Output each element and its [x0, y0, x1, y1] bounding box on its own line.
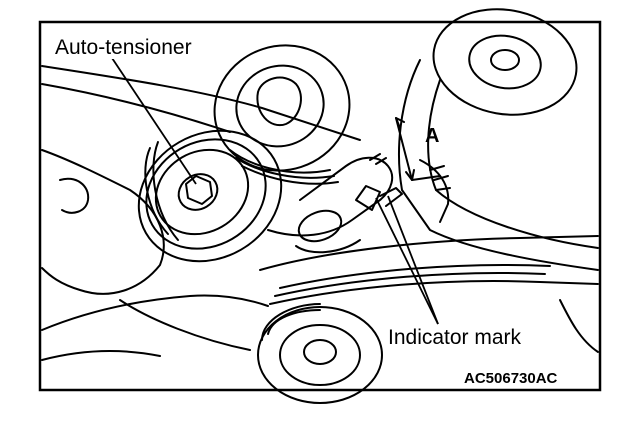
dimension-a-extension	[411, 175, 441, 181]
drive-belt-right	[398, 59, 599, 271]
tensioner-bolt	[185, 175, 213, 205]
indicator-mark-ticks	[369, 153, 387, 165]
tensioner-pulley-grooves	[144, 141, 179, 241]
drive-belt-upper-lower-edge	[41, 83, 231, 133]
lower-pulley-ribs	[261, 303, 321, 341]
lower-pulley-inner	[279, 324, 361, 386]
right-upper-pulley-outer	[432, 8, 578, 116]
right-upper-pulley-inner	[468, 34, 542, 90]
indicator-mark-slot	[379, 187, 403, 207]
indicator-mark-bracket	[355, 185, 381, 211]
leader-auto-tensioner	[111, 57, 197, 185]
indicator-mark-label: Indicator mark	[385, 326, 525, 349]
drive-belt-lower	[259, 235, 599, 271]
bracket-right	[419, 159, 450, 223]
lower-pulley-outer	[257, 306, 383, 404]
auto-tensioner-label: Auto-tensioner	[52, 36, 195, 59]
casting-lines	[41, 299, 251, 361]
leader-indicator-mark-2	[387, 195, 439, 325]
tensioner-pivot	[297, 209, 343, 243]
tensioner-pulley-rim	[145, 138, 267, 250]
upper-pulley-ribs	[229, 149, 339, 185]
casting-edge	[41, 294, 269, 331]
dimension-a-line	[395, 117, 413, 181]
casting-boss	[59, 177, 90, 214]
tensioner-pulley-outer	[137, 129, 283, 263]
upper-pulley-hub	[256, 76, 302, 127]
drive-belt-right-inner	[427, 79, 599, 249]
bracket-right-fins	[429, 165, 451, 191]
dimension-a-arrow	[395, 117, 405, 129]
tensioner-pulley-hub	[177, 173, 219, 211]
drive-belt-lower-edge	[269, 279, 599, 305]
leader-indicator-mark	[375, 197, 439, 325]
tensioner-body	[295, 239, 361, 254]
tensioner-pulley-face	[154, 148, 250, 236]
figure-code-label: AC506730AC	[462, 370, 560, 387]
engine-casting-left	[41, 149, 165, 295]
dimension-a-label: A	[425, 125, 440, 147]
tensioner-arm	[267, 156, 394, 237]
upper-pulley-inner	[235, 64, 325, 148]
right-upper-pulley-hub	[490, 49, 520, 71]
upper-pulley-outer	[213, 44, 351, 172]
drive-belt-upper	[41, 65, 361, 141]
casting-lines-right	[559, 299, 599, 353]
lower-pulley-hub	[303, 339, 337, 365]
